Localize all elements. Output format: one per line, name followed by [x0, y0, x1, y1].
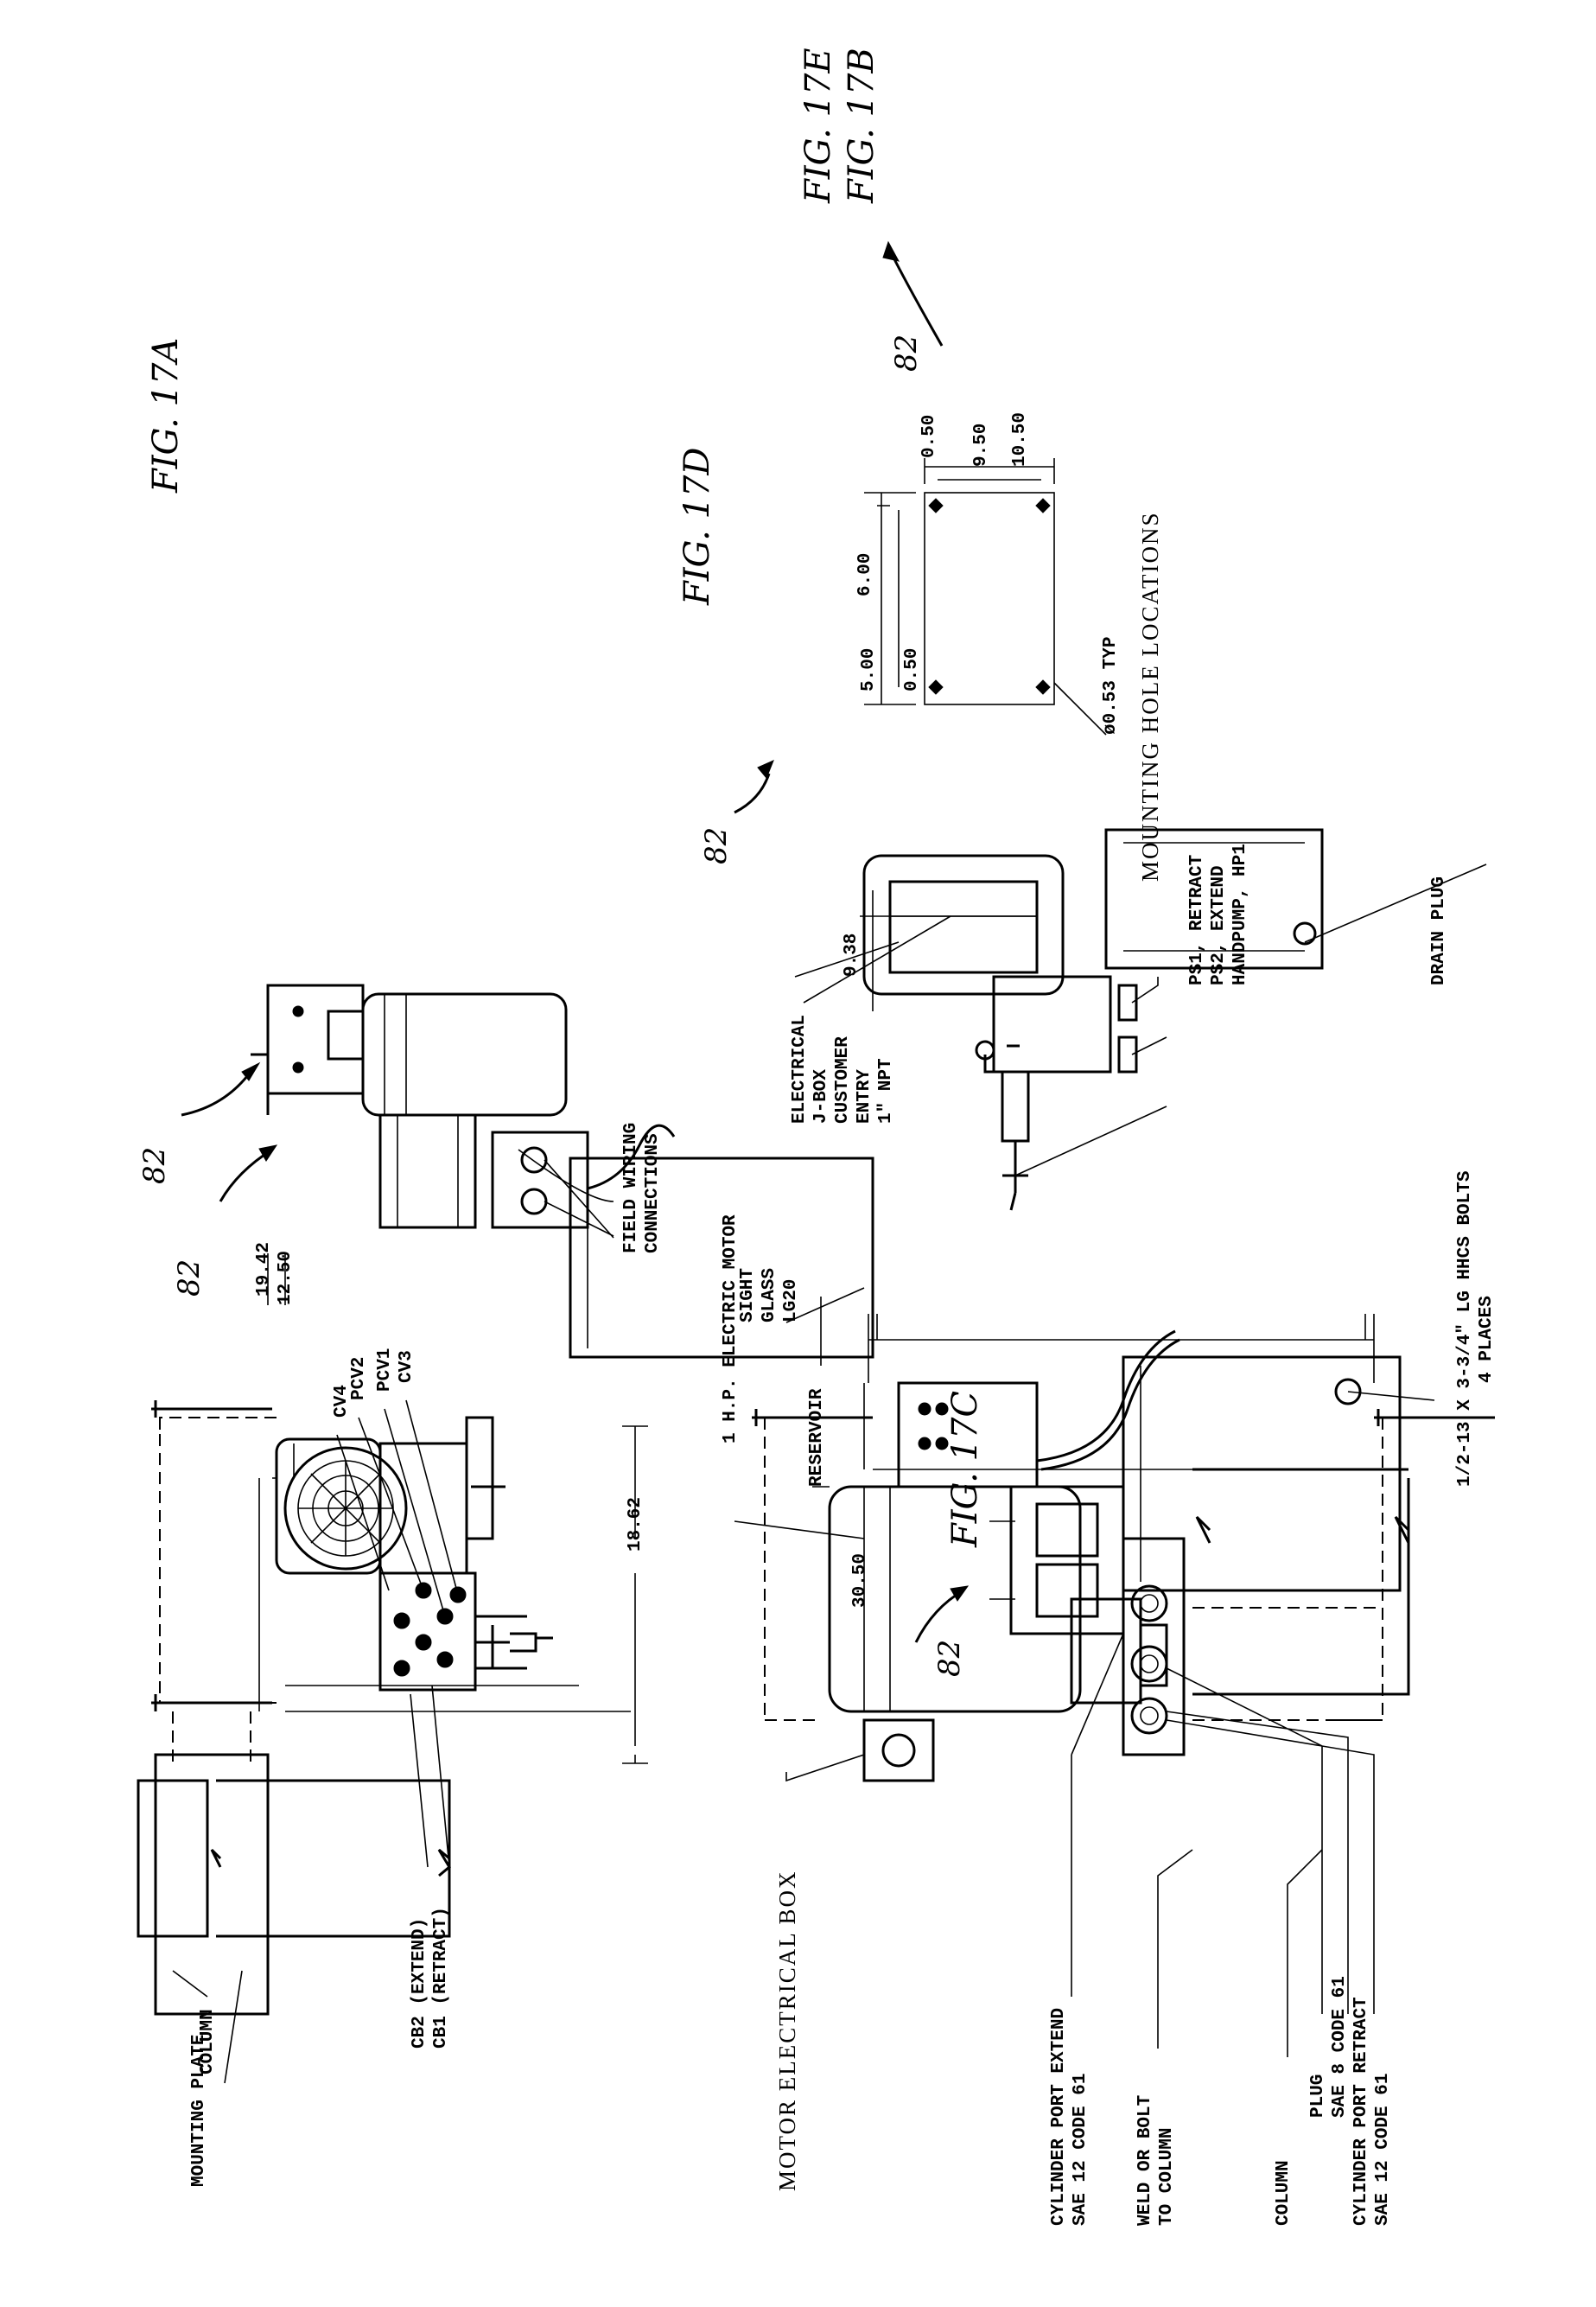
a-handpump [475, 1625, 553, 1668]
e-manifold [380, 1115, 475, 1227]
column-label-a: COLUMN [198, 2009, 218, 2074]
hole-callout: ø0.53 TYP [1101, 637, 1121, 735]
fig-17b-ref: 82 [889, 335, 924, 372]
dim-19-42: 19.42 [254, 1242, 274, 1297]
cyl-retract-label-2: SAE 12 CODE 61 [1373, 2074, 1393, 2226]
ps2-label: PS2, EXTEND [1209, 865, 1229, 985]
jbox-label-3: CUSTOMER [833, 1036, 853, 1124]
column-label-c: COLUMN [1274, 2160, 1294, 2226]
plug-label-1: PLUG [1308, 2074, 1328, 2118]
dim-5-00: 5.00 [859, 648, 879, 691]
reservoir-label: RESERVOIR [807, 1388, 827, 1487]
c-port-flanges [1132, 1586, 1167, 1733]
c-hose [1037, 1331, 1180, 1469]
fig-17d-caption: FIG. 17D [677, 448, 717, 606]
sight-glass-label-2: GLASS [760, 1268, 779, 1322]
fig-17d-ref: 82 [699, 827, 734, 864]
dim-0-50-left: 0.50 [902, 648, 922, 691]
a-mounting-stub [156, 1755, 268, 2014]
fig-17b: FIG. 17B 82 ø0.53 TYP 6.00 5.00 0.50 0.5… [842, 48, 1163, 882]
weld-label-1: WELD OR BOLT [1135, 2095, 1155, 2226]
motor-label-1: 1 H.P. ELECTRIC MOTOR [721, 1214, 741, 1443]
cyl-retract-label-1: CYLINDER PORT RETRACT [1351, 1997, 1371, 2226]
bolts-label-1: 1/2-13 X 3-3/4" LG HHCS BOLTS [1455, 1171, 1475, 1487]
dim-9-50: 9.50 [971, 424, 991, 467]
dim-6-00: 6.00 [855, 553, 875, 596]
weld-label-2: TO COLUMN [1157, 2128, 1177, 2226]
fig-17b-caption: FIG. 17B [842, 48, 881, 204]
ps1-label: PS1, RETRACT [1187, 855, 1207, 985]
mounting-hole-title: MOUNTING HOLE LOCATIONS [1137, 512, 1163, 882]
fig-17d: FIG. 17D 82 9.38 ELECTRICAL J-BOX CUSTOM… [677, 448, 1486, 1210]
pcv2-label: PCV2 [349, 1357, 369, 1400]
fig-17b-ref-arrow [890, 251, 942, 346]
e-bracket [268, 985, 363, 1093]
fig-17c-ref: 82 [932, 1640, 967, 1677]
field-wiring-label-2: CONNECTIONS [643, 1133, 663, 1253]
pcv1-label: PCV1 [375, 1348, 395, 1392]
jbox-label-1: ELECTRICAL [790, 1015, 810, 1124]
motor-electrical-box-label: MOTOR ELECTRICAL BOX [774, 1870, 800, 2191]
c-column [1192, 1469, 1408, 1694]
cyl-extend-label-2: SAE 12 CODE 61 [1071, 2074, 1090, 2226]
a-bolts [151, 1400, 272, 1711]
cyl-extend-label-1: CYLINDER PORT EXTEND [1049, 2008, 1069, 2226]
jbox-label-5: 1" NPT [876, 1058, 896, 1124]
sight-glass-label-1: SIGHT [738, 1268, 758, 1322]
c-motor-electrical-box [864, 1720, 933, 1781]
cv3-label: CV3 [397, 1350, 416, 1383]
a-column [216, 1781, 449, 1936]
d-manifold [994, 977, 1110, 1072]
handpump-label: HANDPUMP, HP1 [1230, 844, 1250, 985]
fig-17e-caption: FIG. 17E [798, 48, 838, 204]
fig-17e-ref: 82 [137, 1147, 172, 1184]
mounting-plate-outline [925, 493, 1054, 704]
d-jbox [890, 882, 1037, 972]
e-motor [363, 994, 566, 1115]
c-valve-stack [1011, 1487, 1123, 1634]
dim-30-50: 30.50 [850, 1553, 870, 1608]
mounting-hole-markers [929, 499, 1050, 694]
sight-glass-label-3: LG20 [781, 1279, 801, 1322]
dim-10-50: 10.50 [1010, 412, 1030, 467]
d-drain-plug [1294, 923, 1315, 944]
fig-17a-ref: 82 [172, 1259, 207, 1297]
jbox-label-2: J-BOX [811, 1069, 831, 1124]
plug-label-2: SAE 8 CODE 61 [1330, 1976, 1350, 2118]
fig-17a-caption: FIG. 17A [146, 338, 186, 494]
drain-plug-label: DRAIN PLUG [1429, 876, 1449, 985]
fig-17c: FIG. 17C 82 [721, 1214, 1495, 2226]
dim-0-50-top: 0.50 [919, 415, 939, 458]
bolts-label-2: 4 PLACES [1477, 1296, 1497, 1383]
cb2-label: CB2 (EXTEND) [410, 1918, 429, 2049]
jbox-label-4: ENTRY [855, 1069, 874, 1124]
cb1-label: CB1 (RETRACT) [431, 1907, 451, 2049]
field-wiring-label-1: FIELD WIRING [621, 1123, 641, 1253]
